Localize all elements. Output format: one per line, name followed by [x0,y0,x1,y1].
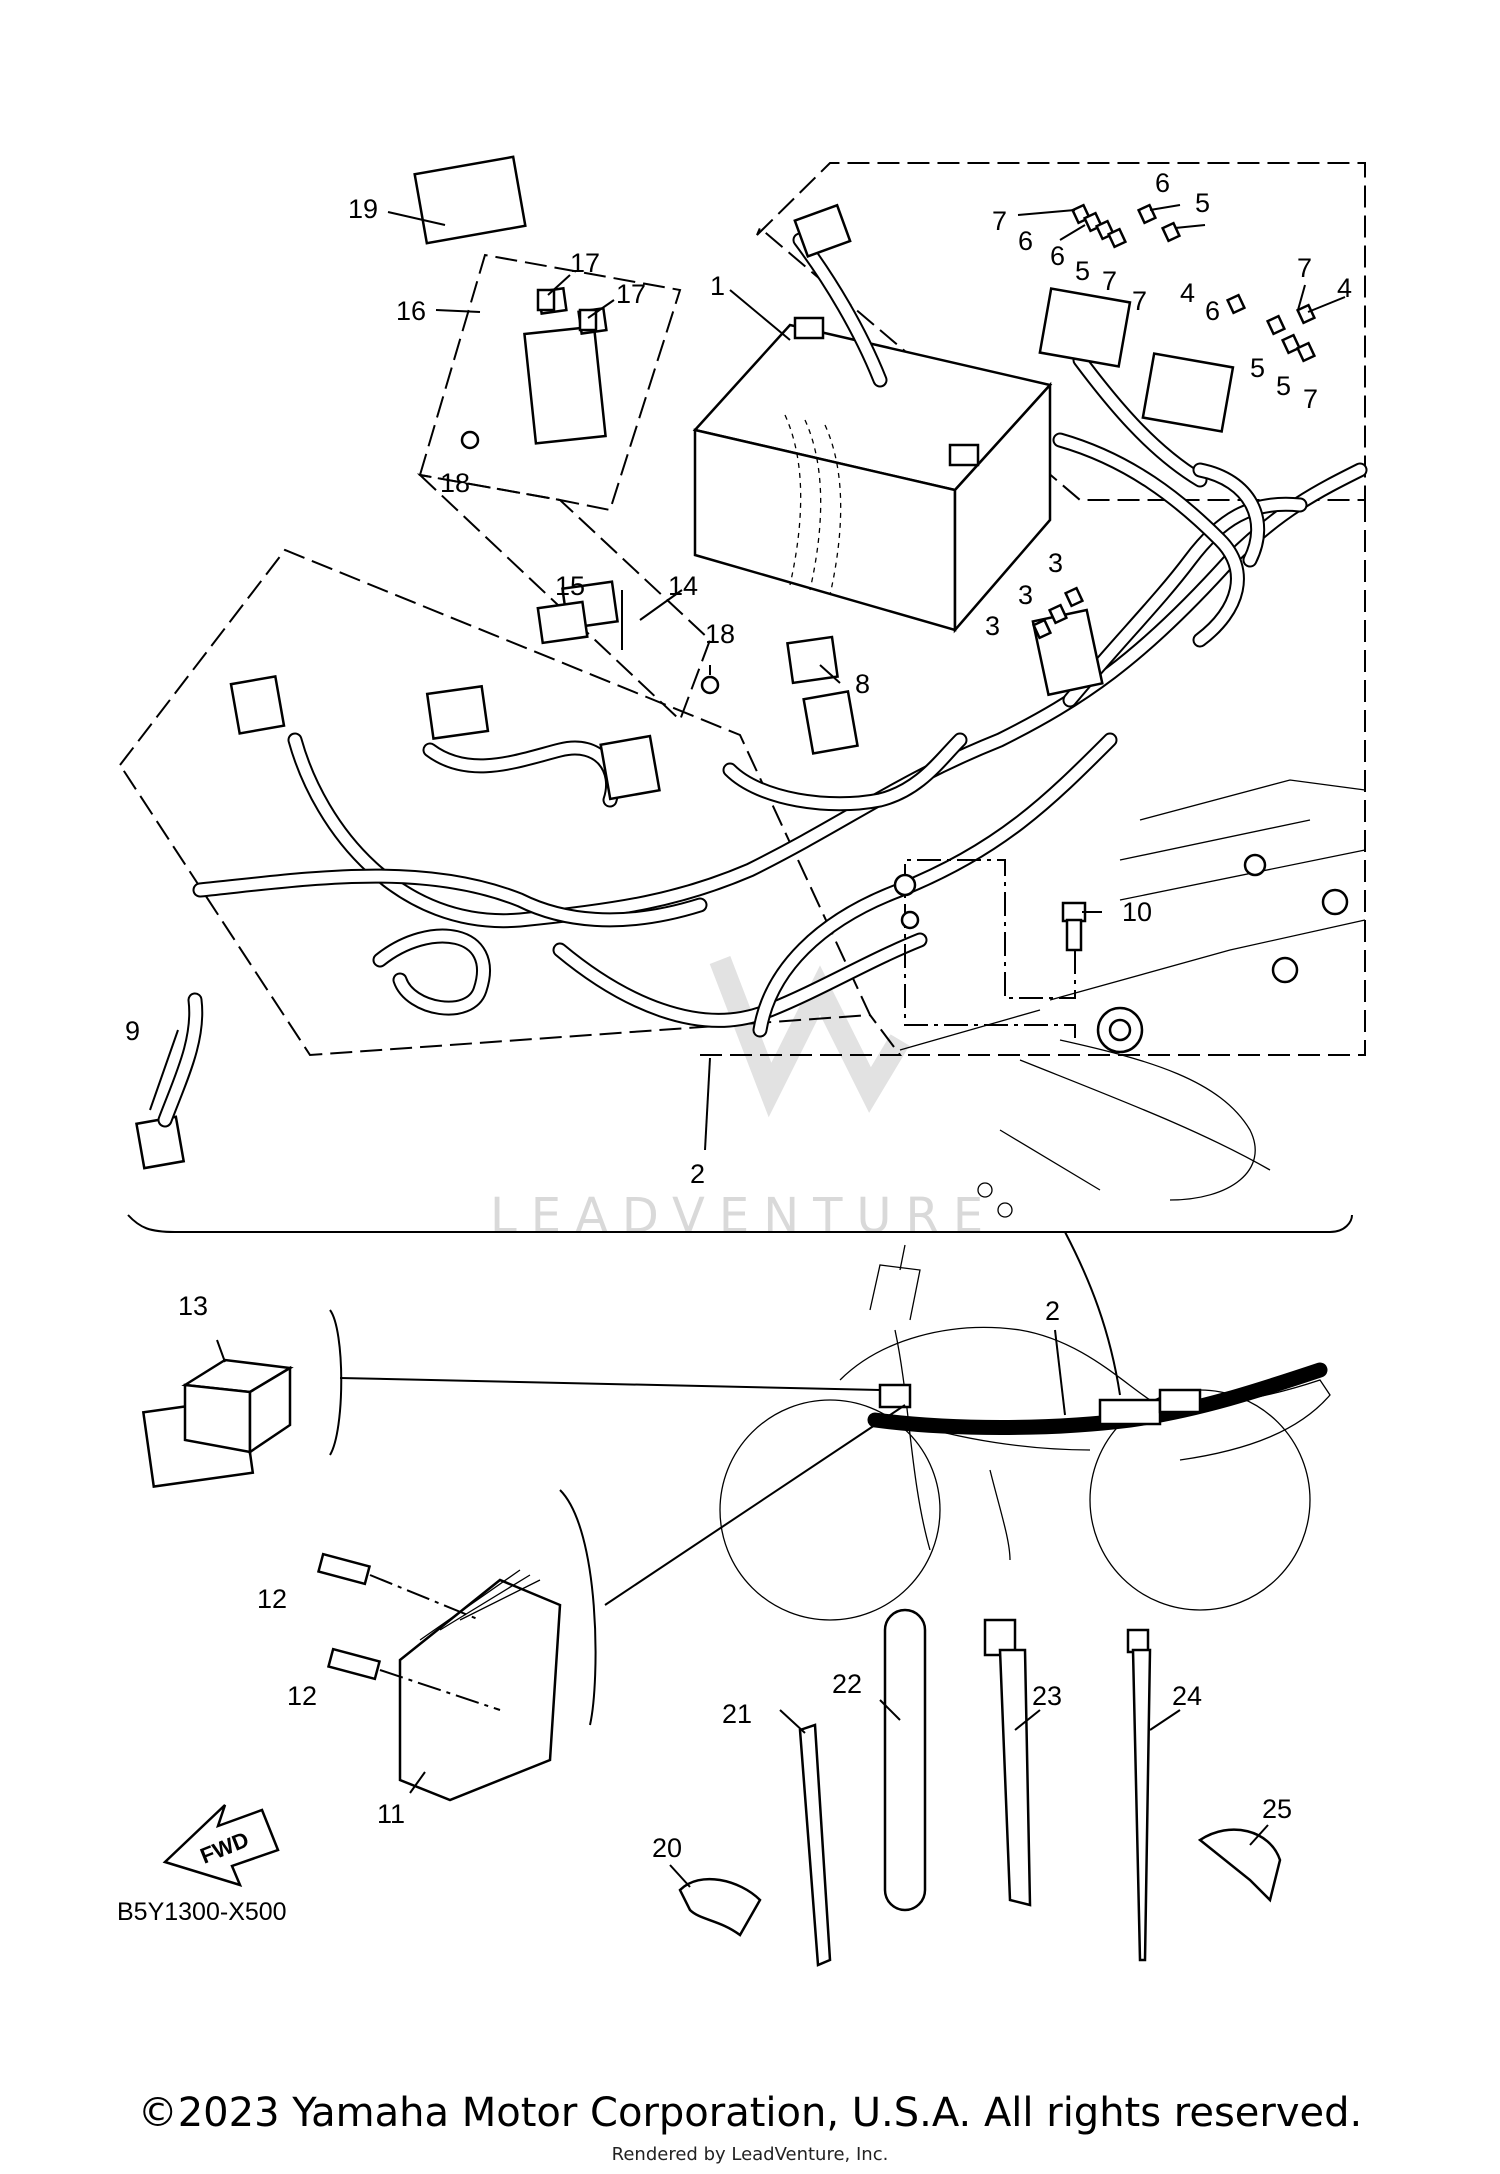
callout-4b: 4 [1180,278,1195,308]
callout-2a: 2 [690,1159,705,1189]
callout-6b: 6 [1018,226,1033,256]
callout-6d: 6 [1205,296,1220,326]
callout-24: 24 [1172,1681,1202,1711]
part-11-regulator [316,1552,562,1802]
callout-20: 20 [652,1833,682,1863]
relay-connector-link [416,473,712,722]
callout-5d: 5 [1276,371,1291,401]
callout-6c: 6 [1050,241,1065,271]
callout-7e: 7 [1303,384,1318,414]
fwd-arrow-icon: FWD [162,1804,280,1887]
callout-1: 1 [710,271,725,301]
watermark-text: LEADVENTURE [490,1188,997,1244]
group-outlines [118,162,1366,1057]
callout-5a: 5 [1195,188,1210,218]
callout-23: 23 [1032,1681,1062,1711]
callout-22: 22 [832,1669,862,1699]
callout-leaders [149,204,1346,1888]
callout-5b: 5 [1075,256,1090,286]
callouts: 19 16 17 17 18 1 6 5 7 6 6 5 7 7 7 4 4 6… [117,168,1352,1926]
section-divider [127,1214,1353,1233]
callout-3b: 3 [1018,580,1033,610]
callout-15: 15 [555,571,585,601]
callout-12a: 12 [257,1584,287,1614]
watermark: LEADVENTURE [490,956,997,1244]
callout-12b: 12 [287,1681,317,1711]
callout-5c: 5 [1250,353,1265,383]
callout-18b: 18 [705,619,735,649]
harness-group-outline [118,548,872,1057]
callout-9: 9 [125,1016,140,1046]
diagram-code: B5Y1300-X500 [117,1898,287,1926]
callout-11: 11 [377,1799,405,1829]
overview-leaders [329,1231,1121,1726]
callout-14: 14 [668,571,698,601]
callout-2b: 2 [1045,1296,1060,1326]
callout-16: 16 [396,296,426,326]
frame [899,779,1366,1218]
callout-6a: 6 [1155,168,1170,198]
callout-13: 13 [178,1291,208,1321]
callout-3c: 3 [985,611,1000,641]
bolt-18a-head [460,430,480,450]
callout-8: 8 [855,669,870,699]
callout-19: 19 [348,194,378,224]
callout-18a: 18 [440,468,470,498]
callout-7c: 7 [1132,286,1147,316]
ground-bolt [893,859,1087,1040]
part-13-relay [181,1358,294,1455]
clips-and-ties [678,1608,1282,1967]
callout-17a: 17 [570,248,600,278]
callout-7b: 7 [1102,266,1117,296]
frame-right-outline [900,500,1366,1056]
frame-group-outline [700,1014,902,1056]
callout-25: 25 [1262,1794,1292,1824]
callout-7d: 7 [1297,253,1312,283]
copyright-notice: ©2023 Yamaha Motor Corporation, U.S.A. A… [137,2090,1363,2136]
callout-21: 21 [722,1699,752,1729]
motorcycle-overview [719,1244,1331,1621]
connectors [135,155,1235,1489]
callout-3a: 3 [1048,548,1063,578]
battery-box [692,316,1053,634]
bolt-18b-head [700,675,720,695]
callout-17b: 17 [616,279,646,309]
callout-7a: 7 [992,206,1007,236]
callout-10: 10 [1122,897,1152,927]
rendered-by-notice: Rendered by LeadVenture, Inc. [611,2144,889,2165]
callout-4a: 4 [1337,273,1352,303]
